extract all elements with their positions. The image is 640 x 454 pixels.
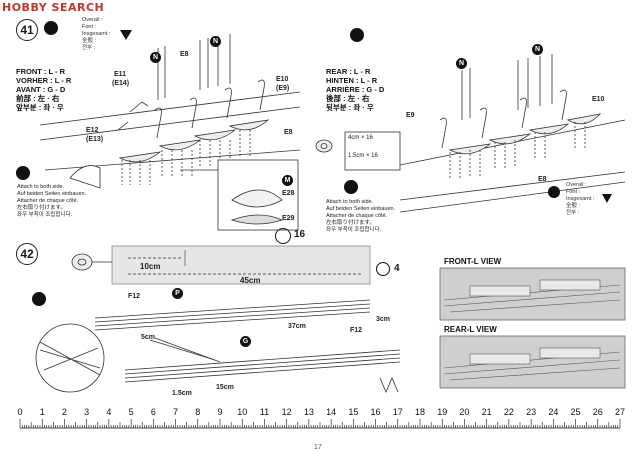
- thread-length-box: 4cm × 16 1.5cm × 16: [348, 135, 378, 159]
- label-f12-right: F12: [350, 327, 363, 334]
- part-e29: E29: [282, 215, 295, 222]
- ruler-label: 4: [106, 407, 112, 417]
- ruler-label: 18: [414, 407, 425, 417]
- ruler-label: 21: [481, 407, 492, 417]
- front-l-view-title: FRONT-L VIEW: [444, 257, 502, 266]
- label-1-5cm: 1.5cm: [172, 390, 192, 397]
- ruler-label: 9: [217, 407, 223, 417]
- quantity-icon-2: [376, 262, 390, 276]
- ruler-label: 13: [303, 407, 314, 417]
- label-37cm: 37cm: [288, 323, 306, 330]
- part-n-badge-3: N: [456, 58, 467, 69]
- ruler-label: 7: [173, 407, 179, 417]
- label-p-badge: P: [172, 288, 183, 299]
- part-e8-side: E8: [284, 129, 293, 136]
- step-41-number: 41: [16, 19, 38, 41]
- page-number: 17: [314, 444, 322, 451]
- ruler-label: 16: [370, 407, 381, 417]
- rear-l-view-title: REAR-L VIEW: [444, 325, 497, 334]
- paint-legend-rear: Overall :Font : Insgesamt :全般 : 전부 :: [566, 182, 595, 216]
- ruler-label: 25: [570, 407, 581, 417]
- quantity-4: 4: [394, 263, 400, 274]
- label-g-badge: G: [240, 336, 251, 347]
- part-n-badge-2: N: [210, 36, 221, 47]
- paint-code-icon: [120, 30, 132, 40]
- ruler-label: 24: [548, 407, 559, 417]
- part-e10: E10: [276, 76, 289, 83]
- paint-code-icon-2: [602, 194, 612, 203]
- quantity-icon: [275, 228, 291, 244]
- watermark: HOBBY SEARCH: [2, 1, 105, 14]
- step-42-number: 42: [16, 243, 38, 265]
- ruler-label: 1: [39, 407, 45, 417]
- label-5cm: 5cm: [141, 334, 156, 341]
- ruler-label: 3: [84, 407, 90, 417]
- paint-icon-2: [350, 28, 364, 42]
- label-f12-left: F12: [128, 293, 141, 300]
- paint-legend: Overall :Font : Insgesamt :全般 : 전부 :: [82, 17, 111, 51]
- part-e8-rear: E8: [538, 176, 547, 183]
- ruler-label: 12: [281, 407, 292, 417]
- part-e9-rear: E9: [406, 112, 415, 119]
- ruler-label: 19: [437, 407, 448, 417]
- ruler-label: 11: [259, 407, 270, 417]
- paint-icon-3: [548, 186, 560, 198]
- part-e28: E28: [282, 190, 295, 197]
- part-e8-top: E8: [180, 51, 189, 58]
- ruler-label: 20: [459, 407, 470, 417]
- paint-icon: [44, 21, 58, 35]
- attach-icon: [16, 166, 30, 180]
- ruler-label: 14: [326, 407, 337, 417]
- attach-notes: Attach to both side.Auf beiden Seiten ei…: [17, 184, 87, 218]
- attach-icon-2: [344, 180, 358, 194]
- ruler-label: 23: [526, 407, 537, 417]
- part-e14: (E14): [112, 80, 130, 87]
- part-n-badge: N: [150, 52, 161, 63]
- ruler-label: 17: [392, 407, 403, 417]
- quantity-16: 16: [294, 229, 306, 240]
- ruler-label: 5: [128, 407, 134, 417]
- ruler-label: 22: [503, 407, 514, 417]
- part-m-badge: M: [282, 175, 293, 186]
- ruler-label: 10: [237, 407, 248, 417]
- part-e10-rear: E10: [592, 96, 605, 103]
- ruler-label: 2: [61, 407, 67, 417]
- ruler-label: 26: [592, 407, 603, 417]
- part-e11: E11: [114, 71, 127, 78]
- part-e12: E12: [86, 127, 99, 134]
- measure-10cm: 10cm: [140, 262, 161, 271]
- ruler-label: 0: [17, 407, 23, 417]
- label-3cm: 3cm: [376, 316, 391, 323]
- part-e9: (E9): [276, 85, 290, 92]
- attach-notes-rear: Attach to both side.Auf beiden Seiten ei…: [326, 199, 396, 233]
- measure-45cm: 45cm: [240, 276, 261, 285]
- part-e13: (E13): [86, 136, 104, 143]
- label-15cm: 15cm: [216, 384, 234, 391]
- ruler-label: 15: [348, 407, 359, 417]
- ruler-label: 27: [614, 407, 625, 417]
- paint-icon-4: [32, 292, 46, 306]
- ruler-label: 8: [195, 407, 201, 417]
- ruler-label: 6: [150, 407, 156, 417]
- part-n-badge-4: N: [532, 44, 543, 55]
